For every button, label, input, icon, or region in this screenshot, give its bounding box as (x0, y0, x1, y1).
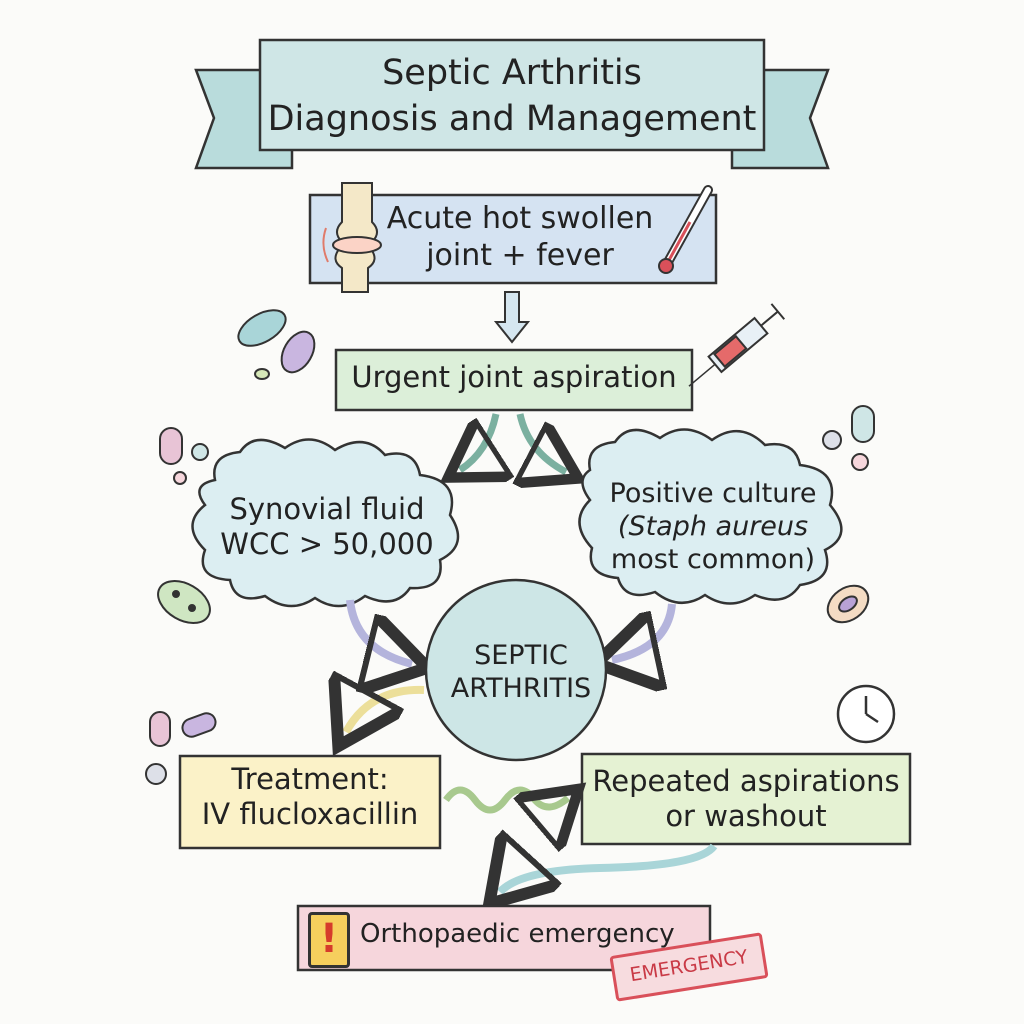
culture-text: Positive culture (Staph aureus most comm… (578, 478, 848, 577)
symptom-box (308, 193, 718, 285)
aspiration-box (334, 348, 694, 412)
treatment-line-2: IV flucloxacillin (201, 797, 419, 832)
title-line-1: Septic Arthritis (382, 53, 642, 93)
septic-arthritis-circle (424, 578, 608, 762)
culture-line-1: Positive culture (609, 478, 817, 509)
pill-icon (822, 405, 875, 471)
center-line-2: ARTHRITIS (450, 672, 592, 704)
title-line-2: Diagnosis and Management (267, 99, 757, 140)
repeat-box (580, 752, 912, 846)
diagram-title: Septic Arthritis Diagnosis and Managemen… (230, 50, 794, 142)
treatment-box (178, 754, 442, 850)
knee-joint-icon (322, 182, 382, 293)
repeat-line-2: or washout (665, 799, 827, 834)
treatment-line-1: Treatment: (231, 762, 389, 796)
thermometer-icon (658, 185, 713, 274)
wcc-line-2: WCC > 50,000 (220, 527, 434, 562)
syringe-icon (688, 303, 786, 387)
culture-line-2: (Staph aureus (617, 510, 809, 542)
arrow-treatment-to-repeat (443, 790, 568, 810)
symptom-line-2: joint + fever (426, 237, 614, 273)
center-line-1: SEPTIC (474, 640, 568, 671)
arrow-culture-to-center (612, 603, 676, 660)
arrow-wcc-to-center (346, 599, 412, 664)
wcc-line-1: Synovial fluid (229, 492, 425, 526)
aspiration-text: Urgent joint aspiration (351, 360, 677, 394)
repeat-text: Repeated aspirations or washout (582, 764, 910, 835)
clock-icon (836, 684, 896, 744)
arrow-repeat-to-emergency (500, 846, 718, 892)
bacteria-icon (237, 309, 316, 380)
warning-icon: ! (308, 912, 350, 968)
arrow-symptom-to-aspiration (493, 291, 531, 344)
symptom-text: Acute hot swollen joint + fever (370, 201, 670, 274)
pill-icon (145, 711, 217, 785)
center-text: SEPTIC ARTHRITIS (430, 640, 612, 706)
arrow-aspiration-to-culture (520, 413, 566, 472)
culture-cloud (578, 428, 843, 605)
bacteria-icon (826, 584, 870, 624)
wcc-cloud (191, 438, 460, 608)
treatment-text: Treatment: IV flucloxacillin (182, 762, 438, 833)
bacteria-icon (157, 580, 211, 624)
arrow-center-to-treatment (346, 690, 425, 732)
pill-icon (159, 427, 209, 485)
symptom-line-1: Acute hot swollen (386, 201, 654, 236)
culture-line-3: most common) (610, 543, 816, 575)
arrow-aspiration-to-wcc (460, 413, 496, 470)
repeat-line-1: Repeated aspirations (592, 764, 900, 798)
title-banner (194, 38, 830, 170)
emergency-text: Orthopaedic emergency (360, 919, 675, 949)
wcc-text: Synovial fluid WCC > 50,000 (196, 492, 458, 563)
